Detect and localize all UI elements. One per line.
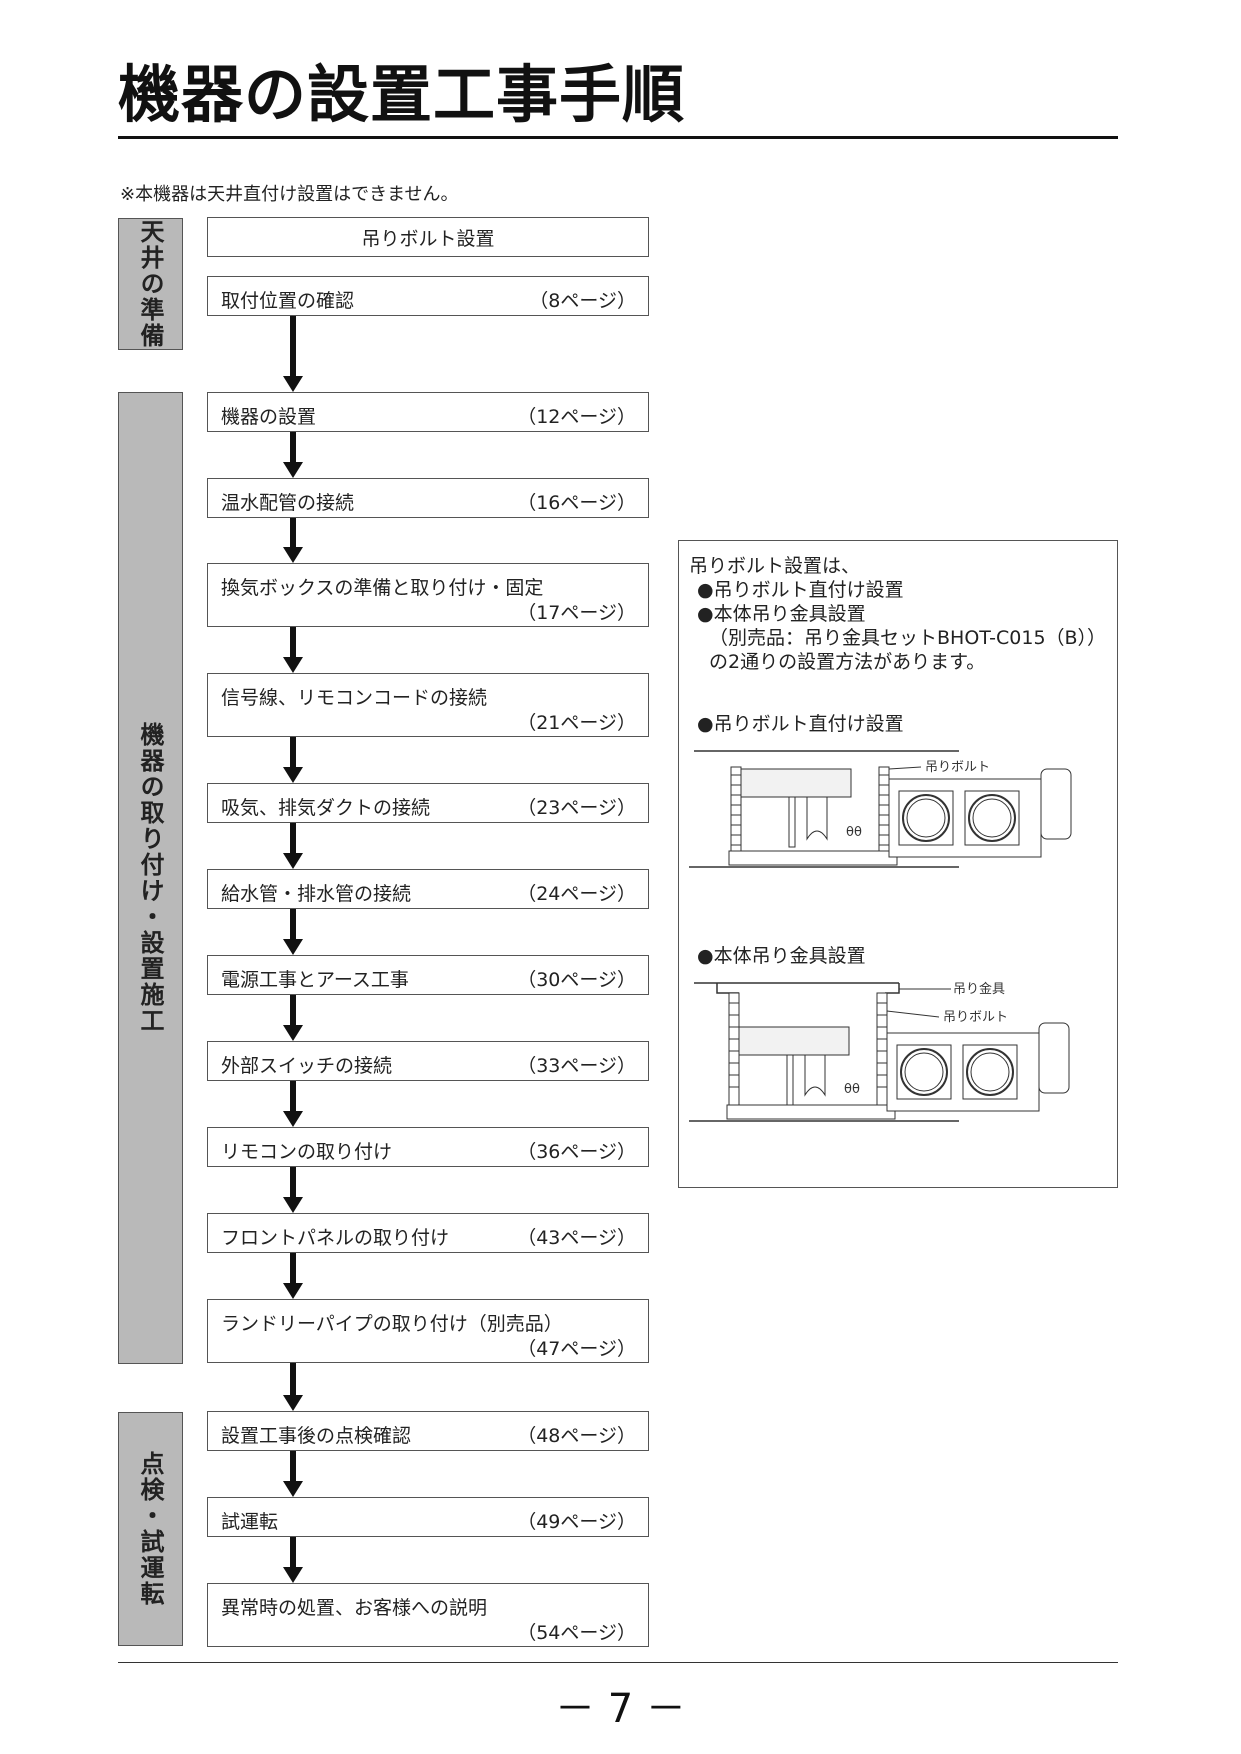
svg-text:θθ: θθ (846, 825, 862, 840)
diagram-1-title: ●吊りボルト直付け設置 (697, 713, 904, 735)
diagram-direct-bolt: θθ 吊りボルト (689, 739, 1109, 893)
step-10-label: リモコンの取り付け (221, 1141, 393, 1163)
step-4-page: （17ページ） (517, 602, 636, 624)
step-2-box: 機器の設置 （12ページ） (207, 392, 649, 432)
step-8-box: 電源工事とアース工事 （30ページ） (207, 955, 649, 995)
step-14-box: 試運転 （49ページ） (207, 1497, 649, 1537)
page-number: － 7 － (555, 1686, 686, 1732)
step-13-page: （48ページ） (517, 1425, 636, 1447)
step-7-box: 給水管・排水管の接続 （24ページ） (207, 869, 649, 909)
info-line-1: 吊りボルト設置は、 (689, 555, 861, 577)
step-5-page: （21ページ） (517, 712, 636, 734)
step-header-label: 吊りボルト設置 (361, 227, 495, 250)
step-15-page: （54ページ） (517, 1622, 636, 1644)
step-13-label: 設置工事後の点検確認 (221, 1425, 412, 1447)
flow-arrow-2 (283, 432, 303, 478)
flow-arrow-8 (283, 995, 303, 1041)
section-ceiling-prep-label: 天井の準備 (136, 219, 164, 349)
info-line-2: ●吊りボルト直付け設置 (697, 579, 904, 601)
diagram-2-bracket-label: 吊り金具 (953, 981, 1005, 997)
step-1-page: （8ページ） (529, 290, 636, 312)
diagram-2-title: ●本体吊り金具設置 (697, 945, 866, 967)
flow-arrow-9 (283, 1081, 303, 1127)
flow-arrow-4 (283, 627, 303, 673)
section-installation: 機器の取り付け・設置施工 (118, 392, 183, 1364)
step-9-page: （33ページ） (517, 1055, 636, 1077)
flow-arrow-5 (283, 737, 303, 783)
step-8-label: 電源工事とアース工事 (221, 969, 409, 991)
step-5-label: 信号線、リモコンコードの接続 (221, 687, 488, 709)
step-9-box: 外部スイッチの接続 （33ページ） (207, 1041, 649, 1081)
info-line-5: の2通りの設置方法があります。 (709, 651, 986, 673)
flow-arrow-7 (283, 909, 303, 955)
step-14-page: （49ページ） (517, 1511, 636, 1533)
step-15-box: 異常時の処置、お客様への説明 （54ページ） (207, 1583, 649, 1647)
diagram-2-bolt-label: 吊りボルト (943, 1010, 1008, 1025)
step-12-box: ランドリーパイプの取り付け（別売品） （47ページ） (207, 1299, 649, 1363)
step-1-box: 取付位置の確認 （8ページ） (207, 276, 649, 316)
step-11-box: フロントパネルの取り付け （43ページ） (207, 1213, 649, 1253)
page-note: ※本機器は天井直付け設置はできません。 (120, 184, 459, 205)
step-6-label: 吸気、排気ダクトの接続 (221, 797, 431, 819)
step-1-label: 取付位置の確認 (221, 290, 355, 312)
step-14-label: 試運転 (221, 1511, 279, 1533)
info-line-4: （別売品：吊り金具セットBHOT-C015（B）） (709, 627, 1107, 649)
svg-text:θθ: θθ (844, 1082, 860, 1097)
flow-arrow-1 (283, 316, 303, 392)
section-installation-label: 機器の取り付け・設置施工 (136, 722, 164, 1034)
step-3-box: 温水配管の接続 （16ページ） (207, 478, 649, 518)
info-box-bolt-methods: 吊りボルト設置は、 ●吊りボルト直付け設置 ●本体吊り金具設置 （別売品：吊り金… (678, 540, 1118, 1188)
diagram-1-bolt-label: 吊りボルト (925, 760, 990, 775)
flow-arrow-12 (283, 1363, 303, 1411)
info-line-3: ●本体吊り金具設置 (697, 603, 866, 625)
step-4-box: 換気ボックスの準備と取り付け・固定 （17ページ） (207, 563, 649, 627)
step-13-box: 設置工事後の点検確認 （48ページ） (207, 1411, 649, 1451)
flow-arrow-11 (283, 1253, 303, 1299)
flow-arrow-13 (283, 1451, 303, 1497)
flow-arrow-3 (283, 518, 303, 563)
step-10-page: （36ページ） (517, 1141, 636, 1163)
step-8-page: （30ページ） (517, 969, 636, 991)
step-4-label: 換気ボックスの準備と取り付け・固定 (221, 577, 544, 599)
step-10-box: リモコンの取り付け （36ページ） (207, 1127, 649, 1167)
step-15-label: 異常時の処置、お客様への説明 (221, 1597, 488, 1619)
step-6-box: 吸気、排気ダクトの接続 （23ページ） (207, 783, 649, 823)
title-rule (118, 136, 1118, 139)
step-11-label: フロントパネルの取り付け (221, 1227, 450, 1249)
flow-arrow-14 (283, 1537, 303, 1583)
step-7-page: （24ページ） (517, 883, 636, 905)
flow-arrow-6 (283, 823, 303, 869)
step-11-page: （43ページ） (517, 1227, 636, 1249)
step-2-label: 機器の設置 (221, 406, 317, 428)
step-2-page: （12ページ） (517, 406, 636, 428)
diagram-bracket-svg: θθ 吊り金具 吊りボルト (689, 981, 1070, 1122)
step-header-bolt-installation: 吊りボルト設置 (207, 217, 649, 257)
step-7-label: 給水管・排水管の接続 (221, 883, 412, 905)
step-3-label: 温水配管の接続 (221, 492, 355, 514)
section-ceiling-prep: 天井の準備 (118, 218, 183, 350)
section-inspection: 点検・試運転 (118, 1412, 183, 1646)
step-12-label: ランドリーパイプの取り付け（別売品） (221, 1313, 563, 1335)
step-9-label: 外部スイッチの接続 (221, 1055, 393, 1077)
diagram-bracket: θθ 吊り金具 吊りボルト (689, 971, 1109, 1145)
step-3-page: （16ページ） (517, 492, 636, 514)
section-inspection-label: 点検・試運転 (136, 1451, 164, 1607)
diagram-direct-bolt-svg: θθ 吊りボルト (689, 750, 1072, 868)
step-5-box: 信号線、リモコンコードの接続 （21ページ） (207, 673, 649, 737)
step-12-page: （47ページ） (517, 1338, 636, 1360)
footer-rule (118, 1662, 1118, 1663)
step-6-page: （23ページ） (517, 797, 636, 819)
flow-arrow-10 (283, 1167, 303, 1213)
page-title: 機器の設置工事手順 (118, 58, 686, 131)
